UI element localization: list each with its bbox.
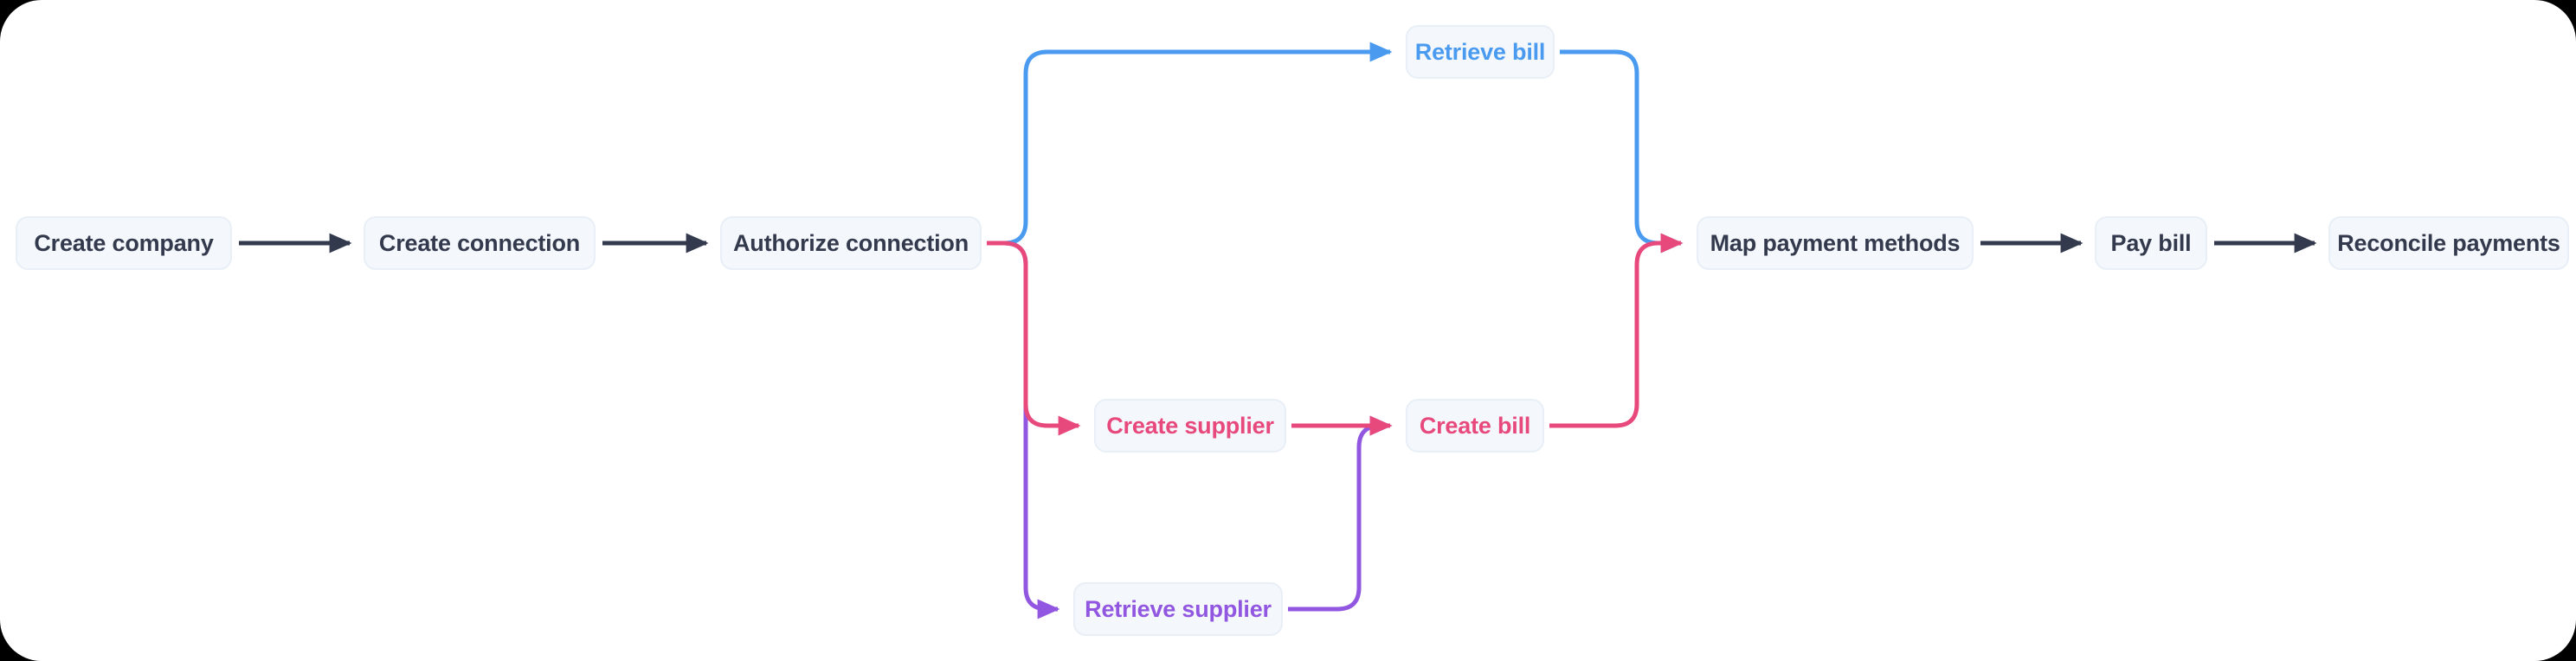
node-create-bill[interactable]: Create bill (1406, 399, 1544, 452)
node-authorize-connection[interactable]: Authorize connection (720, 216, 982, 270)
node-pay-bill[interactable]: Pay bill (2095, 216, 2207, 270)
node-create-connection[interactable]: Create connection (364, 216, 596, 270)
edge-authorize-connection-to-retrieve-supplier (987, 241, 1060, 619)
edge-retrieve-supplier-to-create-bill (1288, 415, 1393, 612)
node-label: Retrieve supplier (1085, 595, 1272, 622)
node-label: Create connection (378, 229, 581, 256)
edge-authorize-connection-to-retrieve-bill (987, 42, 1393, 246)
node-create-company[interactable]: Create company (16, 216, 232, 270)
edge-create-bill-to-map-payment-methods (1549, 233, 1684, 428)
node-retrieve-bill[interactable]: Retrieve bill (1406, 25, 1555, 79)
edge-retrieve-bill-to-map-payment-methods (1560, 49, 1684, 253)
node-label: Create bill (1419, 412, 1531, 439)
node-create-supplier[interactable]: Create supplier (1094, 399, 1286, 452)
node-label: Pay bill (2110, 229, 2192, 256)
node-label: Authorize connection (733, 229, 969, 256)
edge-authorize-connection-to-create-supplier (987, 241, 1081, 436)
node-map-payment-methods[interactable]: Map payment methods (1697, 216, 1974, 270)
node-label: Create company (34, 229, 214, 256)
node-label: Map payment methods (1710, 229, 1961, 256)
node-label: Retrieve bill (1414, 38, 1546, 65)
node-reconcile-payments[interactable]: Reconcile payments (2328, 216, 2569, 270)
node-label: Create supplier (1106, 412, 1274, 439)
node-label: Reconcile payments (2337, 229, 2560, 256)
node-retrieve-supplier[interactable]: Retrieve supplier (1073, 582, 1283, 636)
